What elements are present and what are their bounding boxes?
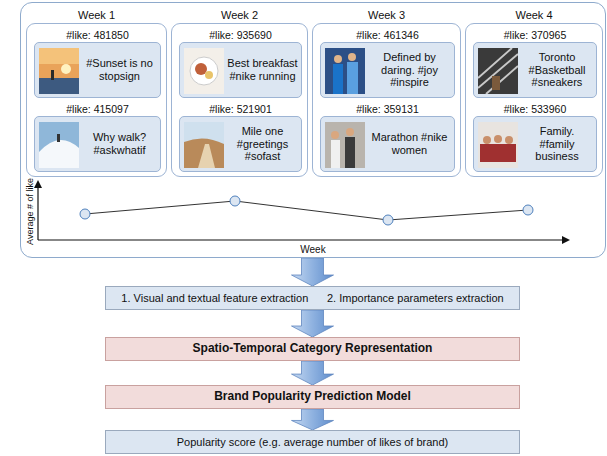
block-arrow xyxy=(292,310,334,337)
photo-detail xyxy=(39,140,79,168)
photo-detail xyxy=(480,144,516,162)
photo-detail xyxy=(184,48,224,94)
block-arrow xyxy=(292,409,334,430)
photo-detail xyxy=(39,122,79,168)
photo-detail xyxy=(39,78,79,94)
photo-detail xyxy=(39,48,79,64)
photo-detail xyxy=(334,55,342,63)
like-count: #like: 533960 xyxy=(474,103,596,115)
process-box: Popularity score (e.g. average number of… xyxy=(105,430,520,454)
post-card: #like: 415097Why walk? #askwhatif xyxy=(34,116,161,172)
photo-detail xyxy=(331,131,339,139)
week-title: Week 3 xyxy=(313,9,460,22)
axis-arrowhead xyxy=(562,236,570,244)
post-caption: Defined by daring. #joy #inspire xyxy=(368,44,451,96)
post-card: #like: 935690Best breakfast #nike runnin… xyxy=(179,42,302,98)
data-point xyxy=(383,215,393,225)
photo-detail xyxy=(478,48,518,94)
photo-detail xyxy=(345,137,355,168)
data-point xyxy=(230,196,240,206)
week-box: Week 4#like: 370965Toronto #Basketball #… xyxy=(465,23,603,177)
photo-detail xyxy=(478,122,518,168)
like-count: #like: 521901 xyxy=(180,103,301,115)
axis-label: Week xyxy=(21,244,605,256)
week-box: Week 2#like: 935690Best breakfast #nike … xyxy=(171,23,308,177)
photo-detail xyxy=(195,63,207,75)
post-card: #like: 370965Toronto #Basketball #sneake… xyxy=(473,42,597,98)
post-caption: Mile one #greetings #sofast xyxy=(227,118,298,170)
step-label: Popularity score (e.g. average number of… xyxy=(177,436,448,449)
step-label: 2. Importance parameters extraction xyxy=(327,292,504,305)
post-caption: Marathon #nike women xyxy=(368,118,451,170)
step-label: Brand Popularity Prediction Model xyxy=(214,390,411,404)
photo-detail xyxy=(492,76,500,90)
photo-thumbnail xyxy=(184,48,224,94)
process-box: 1. Visual and textual feature extraction… xyxy=(105,286,520,310)
trend-line xyxy=(85,201,528,220)
photo-detail xyxy=(494,135,502,143)
data-point xyxy=(523,205,533,215)
post-caption: Why walk? #askwhatif xyxy=(82,118,157,170)
chart-panel: Average # of likeWeekWeek 1#like: 481850… xyxy=(20,2,606,258)
photo-thumbnail xyxy=(325,122,365,168)
photo-detail xyxy=(325,122,365,168)
data-point xyxy=(80,209,90,219)
photo-detail xyxy=(198,144,215,168)
photo-detail xyxy=(331,140,340,168)
post-caption: Family. #family business xyxy=(521,118,593,170)
y-axis xyxy=(37,186,38,240)
photo-detail xyxy=(333,64,343,94)
axis-arrowhead xyxy=(34,180,42,188)
photo-thumbnail xyxy=(39,122,79,168)
photo-detail xyxy=(205,71,213,79)
like-count: #like: 415097 xyxy=(35,103,160,115)
photo-detail xyxy=(505,136,513,144)
photo-detail xyxy=(51,70,54,80)
photo-thumbnail xyxy=(39,48,79,94)
post-card: #like: 533960Family. #family business xyxy=(473,116,597,172)
step-label: Spatio-Temporal Category Representation xyxy=(193,342,433,356)
photo-detail xyxy=(190,57,218,85)
week-box: Week 1#like: 481850#Sunset is no stopsig… xyxy=(26,23,167,177)
week-title: Week 1 xyxy=(27,9,166,22)
post-card: #like: 521901Mile one #greetings #sofast xyxy=(179,116,302,172)
post-card: #like: 359131Marathon #nike women xyxy=(320,116,455,172)
photo-detail xyxy=(478,48,518,94)
post-caption: Toronto #Basketball #sneakers xyxy=(521,44,593,96)
block-arrow xyxy=(292,258,334,286)
x-axis xyxy=(38,239,562,240)
post-card: #like: 461346Defined by daring. #joy #in… xyxy=(320,42,455,98)
week-title: Week 2 xyxy=(172,9,307,22)
photo-detail xyxy=(325,48,365,94)
model-box: Brand Popularity Prediction Model xyxy=(105,385,520,409)
axis-label: Average # of like xyxy=(24,178,35,245)
photo-thumbnail xyxy=(478,48,518,94)
photo-thumbnail xyxy=(325,48,365,94)
photo-detail xyxy=(39,48,79,94)
photo-detail xyxy=(184,122,224,168)
photo-detail xyxy=(346,128,354,136)
photo-thumbnail xyxy=(184,122,224,168)
post-caption: #Sunset is no stopsign xyxy=(82,44,157,96)
block-arrow xyxy=(292,361,334,385)
photo-detail xyxy=(57,134,60,142)
post-caption: Best breakfast #nike running xyxy=(227,44,298,96)
post-card: #like: 481850#Sunset is no stopsign xyxy=(34,42,161,98)
like-count: #like: 461346 xyxy=(321,29,454,41)
photo-thumbnail xyxy=(478,122,518,168)
week-box: Week 3#like: 461346Defined by daring. #j… xyxy=(312,23,461,177)
like-count: #like: 935690 xyxy=(180,29,301,41)
photo-detail xyxy=(61,64,71,74)
photo-detail xyxy=(348,53,356,61)
photo-detail xyxy=(483,136,491,144)
step-label: 1. Visual and textual feature extraction xyxy=(121,292,308,305)
like-count: #like: 370965 xyxy=(474,29,596,41)
photo-detail xyxy=(184,138,224,168)
like-count: #like: 359131 xyxy=(321,103,454,115)
like-count: #like: 481850 xyxy=(35,29,160,41)
week-title: Week 4 xyxy=(466,9,602,22)
model-box: Spatio-Temporal Category Representation xyxy=(105,337,520,361)
photo-detail xyxy=(347,62,358,94)
